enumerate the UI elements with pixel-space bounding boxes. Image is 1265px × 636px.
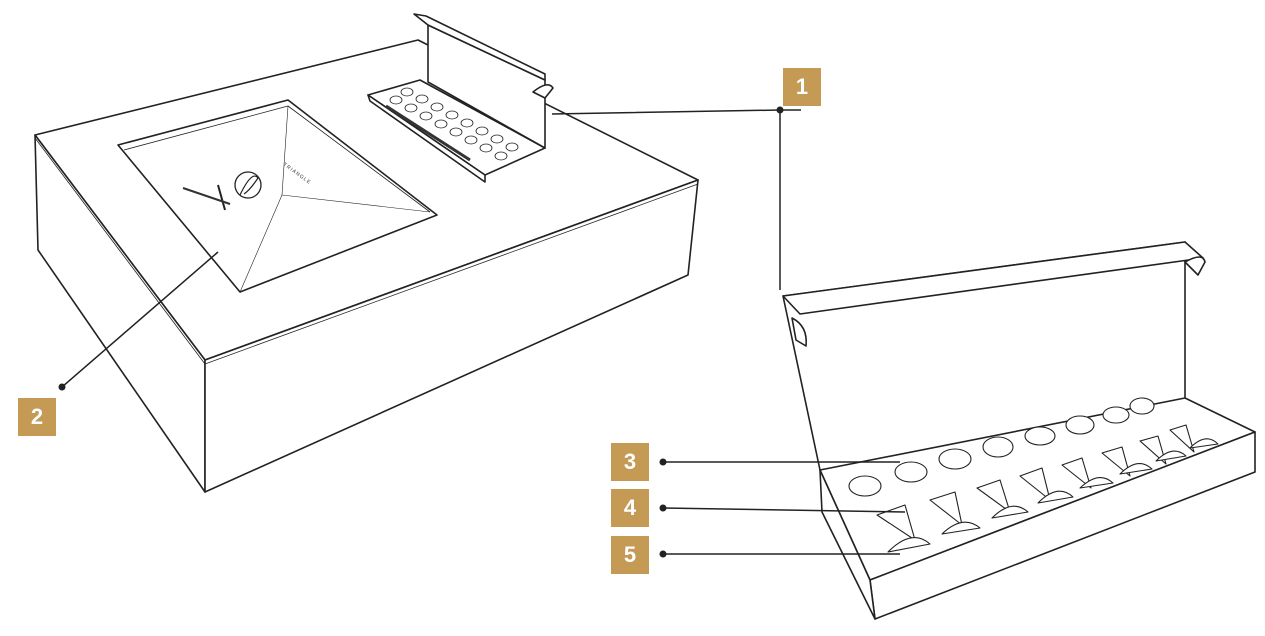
leader-dot-5 xyxy=(659,550,667,558)
callout-badge-2: 2 xyxy=(18,398,56,436)
leader-dot-1 xyxy=(776,106,784,114)
callout-badge-5: 5 xyxy=(611,536,649,574)
outer-box xyxy=(34,39,699,493)
cavity-triangle xyxy=(876,504,916,541)
callout-badge-4: 4 xyxy=(611,489,649,527)
cavity-oval xyxy=(848,475,882,497)
leader-line-2 xyxy=(61,251,219,388)
large-tray-hinge-roll-right xyxy=(1184,256,1206,276)
leader-dot-4 xyxy=(659,504,667,512)
small-tray-lid-edge xyxy=(413,13,546,81)
small-tray-cavities xyxy=(389,87,519,161)
large-tray-cavities xyxy=(848,397,1219,553)
window-cutout xyxy=(117,99,438,293)
callout-badge-1: 1 xyxy=(783,68,821,106)
small-tray xyxy=(367,13,554,183)
small-tray-hinge-roll xyxy=(532,84,554,99)
small-tray-front xyxy=(367,94,486,183)
window-outline xyxy=(117,99,438,293)
large-tray xyxy=(782,241,1256,620)
leader-dot-2 xyxy=(58,383,66,391)
logo-tagline-mark xyxy=(182,187,231,205)
leader-dot-3 xyxy=(659,458,667,466)
large-tray-left-wall xyxy=(819,469,876,620)
leader-line-4 xyxy=(662,507,906,513)
cavity-half-round xyxy=(887,537,931,553)
large-tray-hinge-roll-left xyxy=(791,317,808,347)
callout-badge-3: 3 xyxy=(611,443,649,481)
logo-mark xyxy=(217,171,262,211)
outer-box-front-side xyxy=(204,179,699,493)
leader-dots xyxy=(58,106,784,558)
